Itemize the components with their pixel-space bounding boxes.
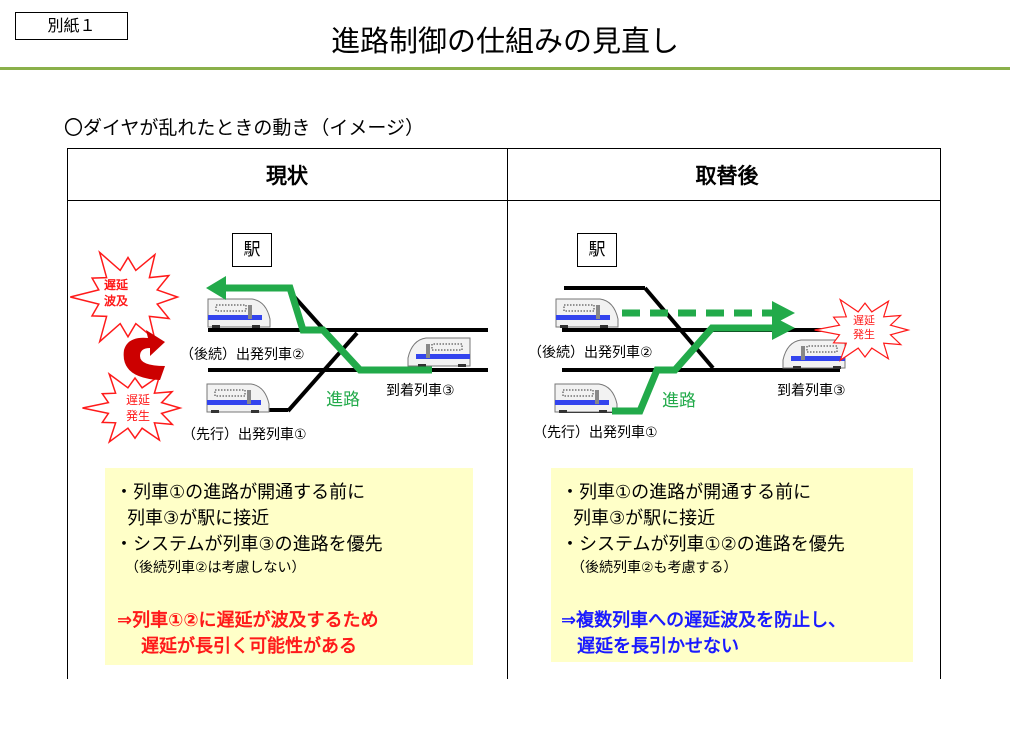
note-line: （後続列車②は考慮しない） (125, 560, 306, 576)
note-box-current: ・列車①の進路が開通する前に 列車③が駅に接近 ・システムが列車③の進路を優先 … (105, 468, 473, 665)
burst-occur-left-text: 遅延 発生 (126, 392, 150, 424)
burst-line: 発生 (853, 328, 875, 341)
note-line: （後続列車②も考慮する） (571, 560, 738, 576)
train-1-label-left: （先行）出発列車① (182, 427, 307, 443)
right-tracks (560, 286, 840, 413)
table-column-divider (507, 148, 508, 679)
burst-propagate-text: 遅延 波及 (104, 277, 128, 309)
burst-line: 波及 (104, 294, 129, 308)
train-2-right (555, 298, 619, 329)
train-2-label-left: （後続）出発列車② (180, 347, 305, 363)
burst-line: 遅延 (853, 314, 875, 327)
curved-arrow-icon (123, 330, 165, 380)
burst-line: 遅延 (126, 393, 151, 407)
route-arrowhead-left (206, 276, 226, 300)
train-3-label-left: 到着列車③ (386, 383, 455, 399)
header-after: 取替後 (695, 164, 759, 188)
conclusion-line: 遅延を長引かせない (577, 636, 739, 657)
comparison-table (67, 148, 941, 679)
page-title: 進路制御の仕組みの見直し (330, 24, 679, 58)
route-label-right: 進路 (662, 391, 696, 411)
section-subtitle: 〇ダイヤが乱れたときの動き（イメージ） (64, 117, 425, 139)
note-line: 列車③が駅に接近 (127, 508, 270, 529)
train-3-right (782, 339, 846, 370)
train-1-left (206, 383, 270, 414)
title-divider (0, 67, 1010, 70)
burst-line: 遅延 (104, 278, 129, 292)
train-2-label-right: （後続）出発列車② (528, 345, 653, 361)
annex-label: 別紙１ (15, 12, 128, 40)
train-1-right (554, 383, 618, 414)
train-3-left (407, 337, 471, 368)
burst-line: 発生 (126, 409, 151, 423)
conclusion-line: 遅延が長引く可能性がある (141, 636, 357, 657)
conclusion-line: ⇒複数列車への遅延波及を防止し、 (561, 610, 847, 631)
header-current: 現状 (266, 164, 308, 188)
note-line: 列車③が駅に接近 (573, 508, 716, 529)
train-1-label-right: （先行）出発列車① (533, 425, 658, 441)
note-line: ・列車①の進路が開通する前に (115, 482, 366, 503)
burst-occur-right-shape (814, 298, 911, 362)
route-path-left (222, 284, 432, 374)
conclusion-line: ⇒列車①②に遅延が波及するため (117, 610, 379, 631)
note-line: ・システムが列車①②の進路を優先 (561, 534, 845, 555)
route-label-left: 進路 (326, 390, 360, 410)
burst-occur-right-text: 遅延 発生 (853, 314, 875, 342)
station-label-left: 駅 (232, 233, 272, 267)
note-box-after: ・列車①の進路が開通する前に 列車③が駅に接近 ・システムが列車①②の進路を優先… (551, 468, 913, 662)
train-2-left (207, 298, 271, 329)
route-path-right (612, 324, 780, 415)
note-line: ・列車①の進路が開通する前に (561, 482, 812, 503)
station-label-right: 駅 (577, 233, 617, 267)
route-arrowhead-right (772, 316, 795, 340)
note-line: ・システムが列車③の進路を優先 (115, 534, 383, 555)
table-header-divider (67, 200, 941, 201)
train-3-label-right: 到着列車③ (777, 383, 846, 399)
